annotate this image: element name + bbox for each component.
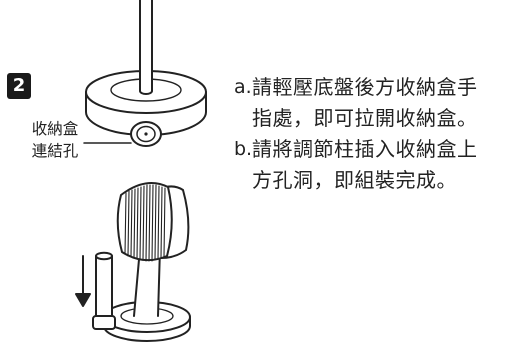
fan-base-figure bbox=[83, 0, 207, 147]
instruction-item-a: a. 請輕壓底盤後方收納盒手 指處，即可拉開收納盒。 bbox=[234, 72, 524, 134]
step-number-badge: 2 bbox=[7, 73, 31, 99]
storage-hole-label: 收納盒 連結孔 bbox=[18, 118, 92, 162]
instruction-text: 請輕壓底盤後方收納盒手 指處，即可拉開收納盒。 bbox=[252, 75, 478, 130]
adjustment-pole bbox=[92, 251, 116, 330]
instruction-text: 請將調節柱插入收納盒上 方孔洞，即組裝完成。 bbox=[252, 137, 478, 192]
instruction-item-b: b. 請將調節柱插入收納盒上 方孔洞，即組裝完成。 bbox=[234, 134, 524, 196]
callout-label-line-1: 收納盒 bbox=[31, 120, 79, 138]
insert-arrow-icon bbox=[75, 255, 91, 307]
instruction-marker: b. bbox=[234, 138, 253, 160]
callout-label-line-2: 連結孔 bbox=[31, 142, 79, 160]
fan-head-figure bbox=[75, 181, 191, 342]
instruction-marker: a. bbox=[234, 76, 252, 98]
storage-box-hole bbox=[130, 121, 162, 147]
instruction-list: a. 請輕壓底盤後方收納盒手 指處，即可拉開收納盒。 b. 請將調節柱插入收納盒… bbox=[234, 72, 524, 196]
